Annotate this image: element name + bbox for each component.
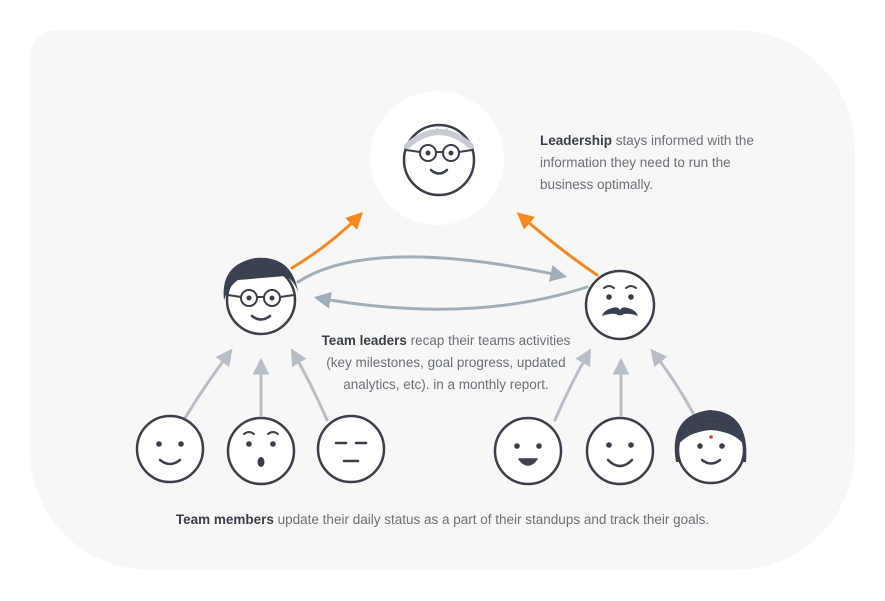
team-member-face-5: [585, 416, 655, 486]
arrow-leader-left-to-leader-right: [296, 255, 568, 284]
team-member-face-2: [226, 416, 296, 486]
leadership-face: [402, 123, 476, 197]
leadership-caption: Leadership stays informed with the infor…: [540, 130, 770, 196]
team-leader-left-face: [223, 257, 298, 336]
leadership-text: stays informed with the information they…: [540, 133, 754, 192]
arrow-leader-right-to-leader-left: [313, 285, 589, 311]
arrow-member6-to-leader-right: [650, 348, 695, 415]
team-leader-right-face: [584, 269, 656, 341]
arrow-member3-to-leader-left: [290, 348, 329, 422]
leadership-label: Leadership: [540, 133, 613, 148]
team-member-face-4: [493, 416, 563, 486]
team-members-label: Team members: [175, 512, 274, 527]
team-members-text: update their daily status as a part of t…: [273, 512, 710, 527]
arrow-leader-right-to-leadership: [516, 212, 599, 277]
team-leaders-label: Team leaders: [321, 333, 407, 348]
arrow-member1-to-leader-left: [183, 348, 233, 420]
team-member-face-6: [674, 410, 747, 485]
team-member-face-1: [135, 414, 205, 484]
team-member-face-3: [316, 414, 386, 484]
team-leaders-text: recap their teams activities (key milest…: [326, 333, 571, 392]
arrow-member4-to-leader-right: [553, 348, 592, 422]
team-leaders-caption: Team leaders recap their teams activitie…: [316, 330, 576, 396]
team-members-caption: Team members update their daily status a…: [130, 509, 755, 531]
arrow-leader-left-to-leadership: [290, 212, 363, 270]
